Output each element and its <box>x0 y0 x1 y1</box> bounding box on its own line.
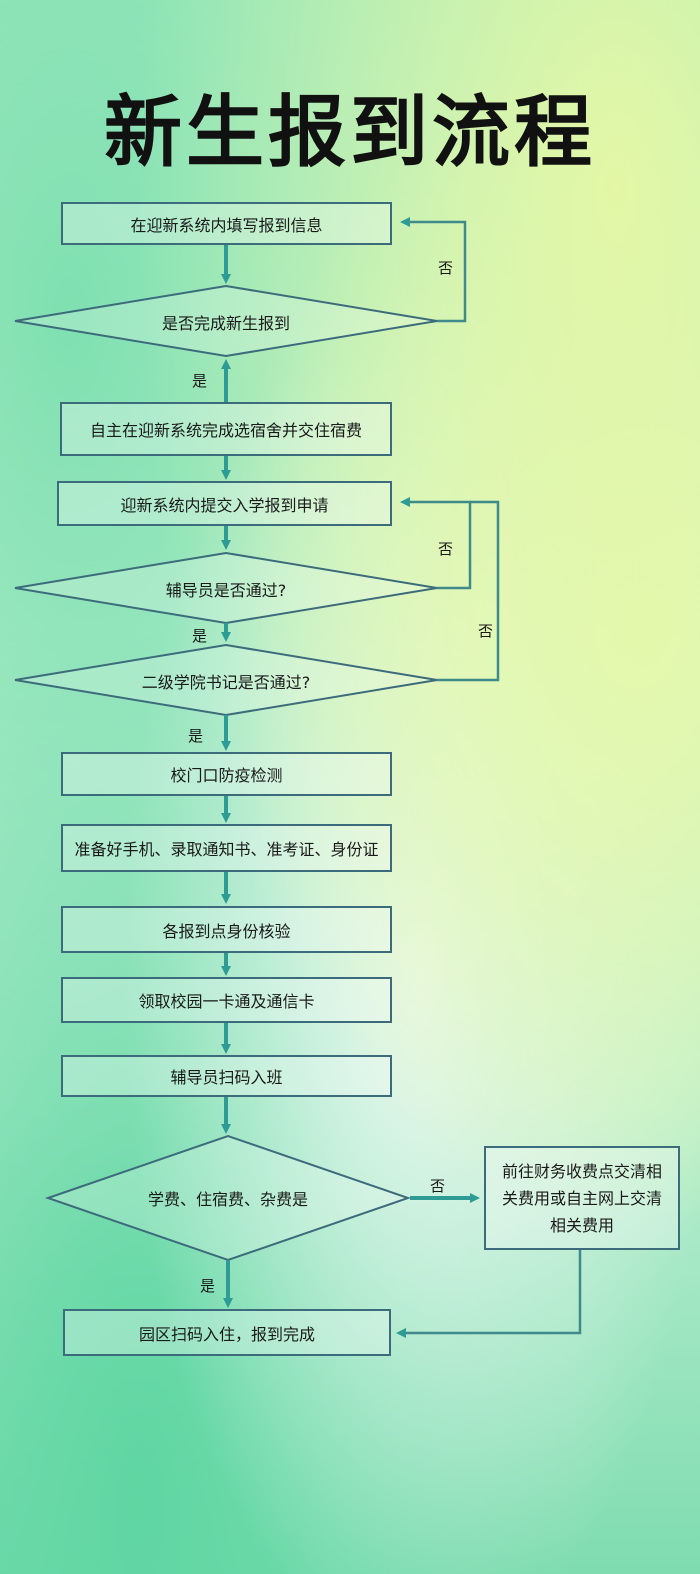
yes-label-college: 是 <box>188 727 204 745</box>
yes-label-complete: 是 <box>192 372 208 390</box>
step-gate-check-label: 校门口防疫检测 <box>170 766 283 785</box>
yes-label-fees: 是 <box>200 1277 216 1295</box>
step-campus-card-label: 领取校园一卡通及通信卡 <box>138 992 315 1011</box>
decision-fees-label: 学费、住宿费、杂费是 <box>147 1190 308 1209</box>
step-prepare-docs-label: 准备好手机、录取通知书、准考证、身份证 <box>74 840 379 859</box>
step-prepare-docs: 准备好手机、录取通知书、准考证、身份证 <box>61 824 392 872</box>
decision-complete-label: 是否完成新生报到 <box>161 314 290 333</box>
yes-label-counselor: 是 <box>192 627 208 645</box>
step-complete: 园区扫码入住，报到完成 <box>63 1309 391 1356</box>
step-verify-identity-label: 各报到点身份核验 <box>162 921 291 941</box>
step-fill-info-label: 在迎新系统内填写报到信息 <box>130 215 323 235</box>
page-title: 新生报到流程 <box>103 88 596 178</box>
decision-counselor-label: 辅导员是否通过? <box>165 581 287 600</box>
step-pay-fees: 前往财务收费点交清相关费用或自主网上交清相关费用 <box>484 1146 680 1250</box>
step-submit-application-label: 迎新系统内提交入学报到申请 <box>120 495 329 515</box>
no-label-complete: 否 <box>438 259 454 277</box>
no-label-fees: 否 <box>430 1177 446 1195</box>
step-fill-info: 在迎新系统内填写报到信息 <box>61 202 392 245</box>
step-dorm-fee: 自主在迎新系统完成选宿舍并交住宿费 <box>60 402 392 456</box>
step-complete-label: 园区扫码入住，报到完成 <box>138 1324 315 1344</box>
step-verify-identity: 各报到点身份核验 <box>61 906 392 953</box>
step-counselor-scan-label: 辅导员扫码入班 <box>170 1068 283 1087</box>
step-submit-application: 迎新系统内提交入学报到申请 <box>57 481 392 526</box>
step-campus-card: 领取校园一卡通及通信卡 <box>61 977 392 1023</box>
step-dorm-fee-label: 自主在迎新系统完成选宿舍并交住宿费 <box>89 421 362 440</box>
step-pay-fees-label: 前往财务收费点交清相关费用或自主网上交清相关费用 <box>501 1161 662 1235</box>
no-label-college: 否 <box>478 622 494 640</box>
step-gate-check: 校门口防疫检测 <box>61 752 392 796</box>
decision-college-label: 二级学院书记是否通过? <box>141 673 311 692</box>
no-label-counselor: 否 <box>438 540 454 558</box>
decision-diamond-fees <box>44 1134 412 1262</box>
step-counselor-scan: 辅导员扫码入班 <box>61 1055 392 1097</box>
